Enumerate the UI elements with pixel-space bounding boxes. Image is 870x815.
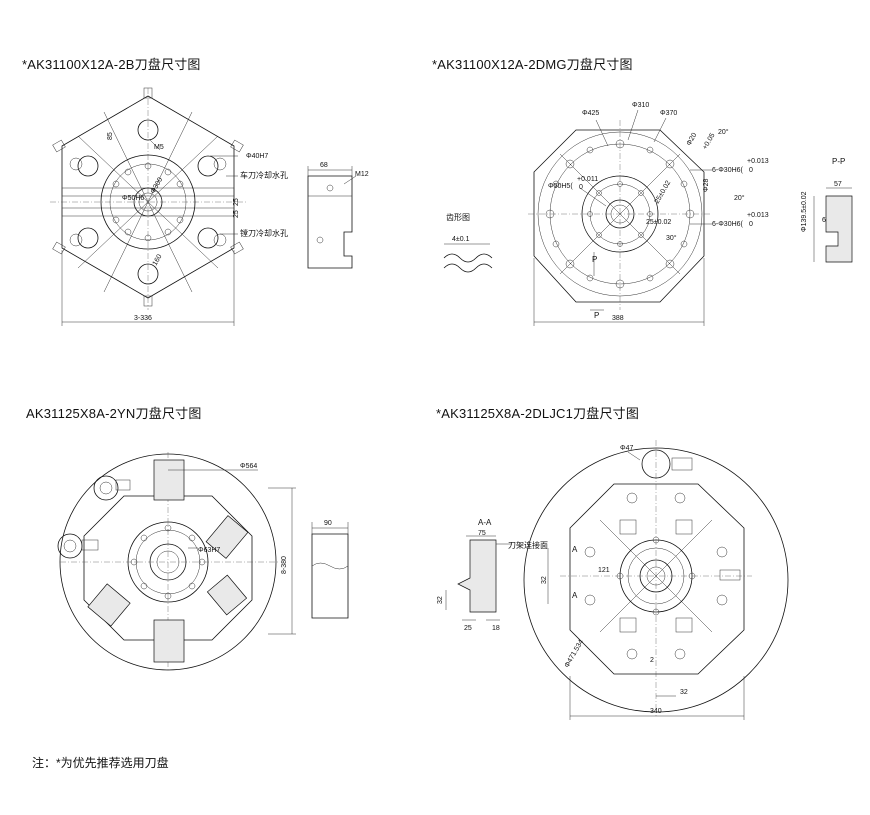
dim-6: 6 bbox=[822, 217, 826, 224]
title-bottom-left: AK31125X8A-2YN刀盘尺寸图 bbox=[26, 406, 202, 421]
dim-phi564: Φ564 bbox=[240, 463, 257, 470]
dim-32b: 32 bbox=[680, 689, 688, 696]
dim-32a: 32 bbox=[437, 596, 444, 604]
dim-tol05: +0.05 bbox=[702, 132, 717, 151]
dim-tol011: +0.011 bbox=[577, 176, 598, 183]
dim-20deg-a: 20° bbox=[718, 128, 729, 136]
dim-6phi30-b: 6-Φ30H6( bbox=[712, 221, 744, 228]
dim-phi1395: Φ139.5±0.02 bbox=[801, 191, 808, 232]
label-aa: A-A bbox=[478, 518, 492, 527]
dim-18: 18 bbox=[492, 625, 500, 632]
title-bottom-right: *AK31125X8A-2DLJC1刀盘尺寸图 bbox=[436, 406, 640, 421]
dim-phi63h7: Φ63H7 bbox=[198, 547, 220, 554]
tooth-profile: 齿形图 4±0.1 bbox=[443, 213, 493, 273]
dim-phi300: Φ300 bbox=[150, 176, 165, 195]
label-a-2: A bbox=[572, 591, 578, 600]
dim-160: 160 bbox=[152, 253, 164, 267]
label-tooth-profile: 齿形图 bbox=[446, 213, 470, 222]
dim-phi40h7: Φ40H7 bbox=[246, 153, 268, 160]
dim-3-336: 3-336 bbox=[134, 315, 152, 322]
dim-phi28: Φ28 bbox=[703, 179, 710, 192]
dim-phi370: Φ370 bbox=[660, 110, 677, 117]
dim-zero-a: 0 bbox=[749, 167, 753, 174]
dim-121: 121 bbox=[598, 567, 610, 574]
dim-68: 68 bbox=[320, 162, 328, 169]
dim-8-380: 8-380 bbox=[281, 556, 288, 574]
dim-m12: M12 bbox=[355, 171, 369, 178]
dim-phi471: Φ471.534 bbox=[564, 639, 586, 669]
dim-tol013-a: +0.013 bbox=[747, 158, 769, 165]
dim-4-01: 4±0.1 bbox=[452, 236, 470, 243]
dim-75: 75 bbox=[478, 530, 486, 537]
turret-drawing-2dmg: Φ425 Φ310 Φ370 Φ20 +0.05 20° 20° 30° 6-Φ… bbox=[528, 102, 769, 326]
dim-phi47: Φ47 bbox=[620, 445, 633, 452]
label-p-a: P bbox=[592, 255, 597, 264]
dim-25a: 25 bbox=[233, 198, 240, 206]
turret-drawing-2b: M5 85 Φ40H7 Φ50H6 Φ300 25 25 160 3-336 车… bbox=[50, 87, 288, 326]
dim-phi50h6: Φ50H6 bbox=[122, 195, 144, 202]
dim-2: 2 bbox=[650, 657, 654, 664]
label-turning-coolant: 车刀冷却水孔 bbox=[240, 170, 288, 180]
dim-25-002-a: 25±0.02 bbox=[654, 180, 673, 205]
dim-57: 57 bbox=[834, 181, 842, 188]
dim-90: 90 bbox=[324, 520, 332, 527]
dim-25b: 25 bbox=[233, 210, 240, 218]
section-pp: P-P 57 6 Φ139.5±0.02 bbox=[801, 157, 853, 263]
title-top-right: *AK31100X12A-2DMG刀盘尺寸图 bbox=[432, 57, 633, 72]
dim-phi50h5: Φ50H5( bbox=[548, 183, 573, 190]
turret-drawing-2dljc1: Φ47 A A 121 32 2 Φ471.534 32 340 bbox=[523, 440, 789, 720]
dim-6phi30-a: 6-Φ30H6( bbox=[712, 167, 744, 174]
dim-phi425: Φ425 bbox=[582, 110, 599, 117]
dim-340: 340 bbox=[650, 708, 662, 715]
title-top-left: *AK31100X12A-2B刀盘尺寸图 bbox=[22, 57, 201, 72]
section-aa: A-A 75 刀架连接面 32 25 18 bbox=[437, 518, 548, 632]
side-view-2b: 68 M12 bbox=[307, 162, 369, 269]
dim-388: 388 bbox=[612, 315, 624, 322]
footnote: 注：*为优先推荐选用刀盘 bbox=[32, 756, 169, 770]
dim-tol013-b: +0.013 bbox=[747, 212, 769, 219]
dim-25: 25 bbox=[464, 625, 472, 632]
dim-25-002-b: 25±0.02 bbox=[646, 219, 671, 226]
dim-85: 85 bbox=[107, 132, 114, 140]
label-boring-coolant: 镗刀冷却水孔 bbox=[240, 228, 288, 238]
turret-drawing-2yn: Φ564 Φ63H7 8-380 bbox=[57, 452, 296, 672]
side-view-2yn: 90 bbox=[311, 520, 349, 619]
dim-32-vertical: 32 bbox=[541, 576, 548, 584]
label-a-1: A bbox=[572, 545, 578, 554]
dim-zero-b: 0 bbox=[749, 221, 753, 228]
dim-30deg: 30° bbox=[666, 234, 677, 242]
dim-phi310: Φ310 bbox=[632, 102, 649, 109]
label-pp: P-P bbox=[832, 157, 845, 166]
dim-20deg-b: 20° bbox=[734, 194, 745, 202]
dim-m5: M5 bbox=[154, 144, 164, 151]
label-holder-face: 刀架连接面 bbox=[508, 540, 548, 550]
label-p-b: P bbox=[594, 311, 599, 320]
dim-zero-c: 0 bbox=[579, 184, 583, 191]
dim-phi20: Φ20 bbox=[686, 132, 699, 147]
